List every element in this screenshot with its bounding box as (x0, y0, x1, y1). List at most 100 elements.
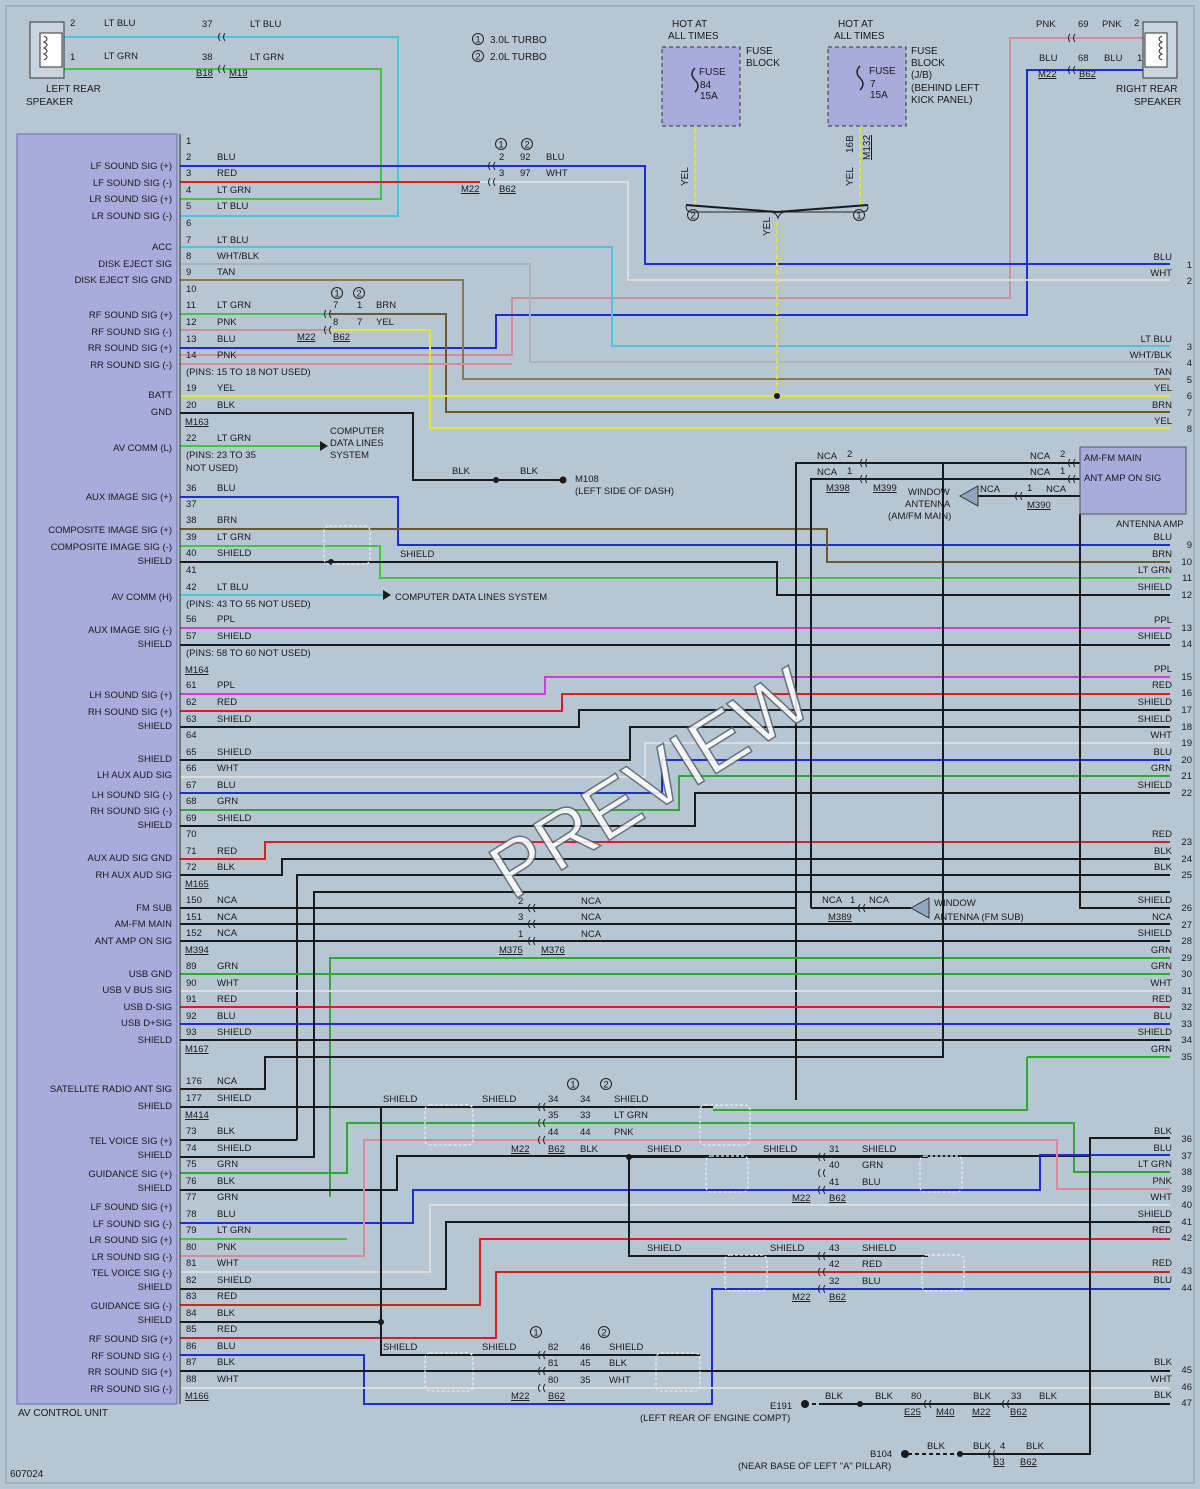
connector-glyph-27 (538, 1366, 546, 1376)
wire-tag: SHIELD (862, 1243, 896, 1254)
connector-glyph-1 (218, 64, 226, 74)
ground-m108-icon (559, 476, 567, 484)
wire-66-wht (180, 742, 1170, 778)
terminal-number: 4 (1187, 358, 1192, 369)
wire-rr-pnk (180, 37, 1145, 356)
fuse-block-1 (661, 46, 741, 127)
signal-label: DISK EJECT SIG (98, 259, 172, 270)
pin-wire-color: PPL (217, 614, 235, 625)
wire-tag: 31 (829, 1144, 840, 1155)
wire-shield-bus (380, 1107, 700, 1356)
signal-label: SHIELD (138, 754, 172, 765)
pin-wire-color: LT GRN (217, 532, 251, 543)
wire-tag: 1 (850, 895, 855, 906)
terminal-number: 24 (1181, 854, 1192, 865)
pin-wire-color: NCA (217, 912, 238, 923)
av-control-unit-box (16, 133, 178, 1405)
pin-wire-color: SHIELD (217, 631, 251, 642)
pin-number: 10 (186, 284, 197, 295)
pin-number: 61 (186, 680, 197, 691)
pin-number: 75 (186, 1159, 197, 1170)
connector-tag: M375 (499, 945, 523, 956)
wire-tag: SHIELD (614, 1094, 648, 1105)
signal-label: LF SOUND SIG (+) (90, 161, 172, 172)
terminal-number: 28 (1181, 936, 1192, 947)
pin-number: 20 (186, 400, 197, 411)
pin-number: 84 (186, 1308, 197, 1319)
connector-m163: M163 (185, 417, 209, 428)
annotation: SHIELD (400, 549, 434, 560)
connector-tag: E25 (904, 1407, 921, 1418)
terminal-number: 5 (1187, 375, 1192, 386)
terminal-wire-color: YEL (1154, 383, 1172, 394)
pin-number: 39 (186, 532, 197, 543)
pin-wire-color: SHIELD (217, 548, 251, 559)
signal-label: RH AUX AUD SIG (95, 870, 172, 881)
signal-label: RR SOUND SIG (+) (88, 1367, 172, 1378)
wire-82-shield (180, 1221, 1170, 1290)
terminal-wire-color: RED (1152, 680, 1172, 691)
pin-number: 90 (186, 978, 197, 989)
signal-label: COMPOSITE IMAGE SIG (-) (51, 542, 172, 553)
connector-tag: B3 (993, 1457, 1005, 1468)
terminal-number: 23 (1181, 837, 1192, 848)
pin-number: NOT USED) (186, 463, 238, 474)
connector-tag: M22 (511, 1391, 529, 1402)
pin-number: 92 (186, 1011, 197, 1022)
wire-3-wht (480, 181, 1170, 281)
connector-glyph-14 (528, 919, 536, 929)
annotation: BLK (452, 466, 471, 477)
wire-tag: BLK (973, 1391, 992, 1402)
wire-tag: 2 (1060, 449, 1065, 460)
pin-wire-color: LT GRN (217, 300, 251, 311)
wire-68-grn (180, 775, 1170, 811)
pin-number: 5 (186, 201, 191, 212)
terminal-wire-color: GRN (1151, 763, 1172, 774)
pin-wire-color: RED (217, 697, 237, 708)
signal-label: LF SOUND SIG (+) (90, 1202, 172, 1213)
pin-number: 176 (186, 1076, 202, 1087)
pin-wire-color: WHT (217, 1374, 239, 1385)
pin-number: 81 (186, 1258, 197, 1269)
pin-number: 79 (186, 1225, 197, 1236)
terminal-wire-color: GRN (1151, 945, 1172, 956)
terminal-number: 30 (1181, 969, 1192, 980)
pin-wire-color: BLK (217, 862, 236, 873)
signal-label: RR SOUND SIG (-) (90, 360, 172, 371)
connector-glyph-18 (538, 1118, 546, 1128)
signal-label: LH AUX AUD SIG (97, 770, 172, 781)
wire-tag: NCA (581, 912, 602, 923)
terminal-wire-color: BLU (1154, 1011, 1173, 1022)
terminal-number: 43 (1181, 1266, 1192, 1277)
left-rear-speaker-icon (29, 21, 65, 79)
wire-tag: NCA (581, 929, 602, 940)
wire-tag: LT GRN (104, 51, 138, 62)
pin-number: 62 (186, 697, 197, 708)
pin-wire-color: LT GRN (217, 185, 251, 196)
pin-wire-color: WHT (217, 978, 239, 989)
wire-tag: BLK (825, 1391, 844, 1402)
terminal-number: 18 (1181, 722, 1192, 733)
arrow-computer-data-lines-h (383, 590, 391, 600)
pin-wire-color: LT BLU (217, 235, 248, 246)
splice-dot-6 (957, 1451, 963, 1457)
pin-wire-color: BLU (217, 1011, 236, 1022)
pin-wire-color: LT BLU (217, 582, 248, 593)
wire-tag: NCA (817, 451, 838, 462)
signal-label: LH SOUND SIG (-) (92, 790, 172, 801)
terminal-wire-color: WHT (1150, 978, 1172, 989)
wire-tag: 1 (357, 300, 362, 311)
connector-tag: M19 (229, 68, 247, 79)
terminal-wire-color: BLK (1154, 1126, 1173, 1137)
pin-number: 41 (186, 565, 197, 576)
annotation: (LEFT REAR OF ENGINE COMPT) (640, 1413, 790, 1424)
pin-number: 74 (186, 1143, 197, 1154)
wire-29-grn (329, 957, 1170, 1197)
wire-tag: 44 (580, 1127, 591, 1138)
signal-label: SATELLITE RADIO ANT SIG (50, 1084, 172, 1095)
connector-glyph-16 (858, 903, 866, 913)
arrow-computer-data-lines-l (320, 441, 328, 451)
wire-tag: 42 (829, 1259, 840, 1270)
legend-2-text: 2.0L TURBO (490, 52, 547, 63)
terminal-wire-color: SHIELD (1138, 780, 1172, 791)
